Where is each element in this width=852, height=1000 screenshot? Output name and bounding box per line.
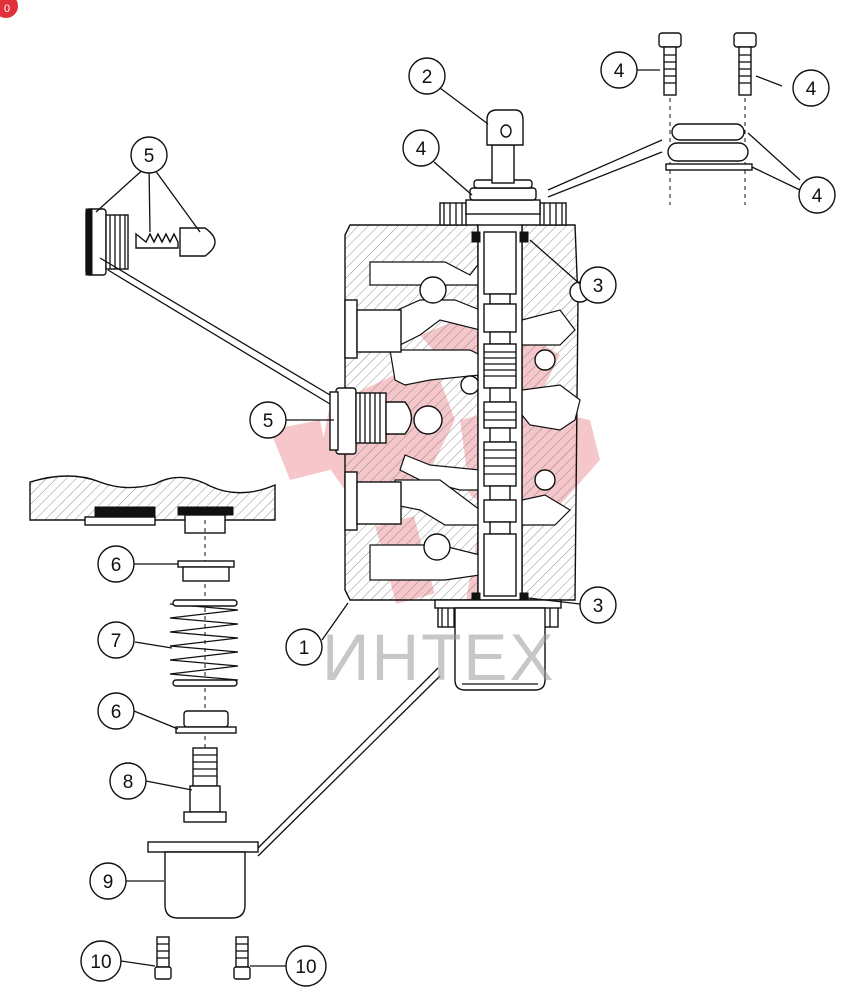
detent-exploded: [85, 208, 331, 405]
callout-label: 10: [90, 952, 111, 973]
callout-label: 4: [416, 139, 427, 160]
callout-3a: 3: [579, 266, 617, 304]
callout-7: 7: [97, 621, 135, 659]
callout-4c: 4: [792, 69, 830, 107]
detent-installed: [329, 387, 413, 455]
callout-label: 8: [123, 772, 134, 793]
spool: [483, 231, 517, 597]
callout-10a: 10: [80, 940, 122, 982]
top-cap: [439, 179, 567, 226]
callout-label: 5: [144, 146, 155, 167]
callout-6a: 6: [97, 545, 135, 583]
callout-label: 4: [806, 79, 817, 100]
callout-4a: 4: [402, 129, 440, 167]
callout-label: 6: [111, 702, 122, 723]
callout-8: 8: [109, 762, 147, 800]
leader-lines: [95, 69, 801, 967]
callout-label: 1: [299, 638, 310, 659]
mount-block: [29, 475, 276, 820]
callout-1: 1: [285, 628, 323, 666]
callout-3b: 3: [579, 586, 617, 624]
screws-bottom: [154, 936, 251, 980]
callout-4b: 4: [600, 51, 638, 89]
callout-9: 9: [89, 862, 127, 900]
callout-label: 2: [422, 67, 433, 88]
callout-10b: 10: [285, 945, 327, 987]
callout-label: 3: [593, 276, 604, 297]
watermark-text: ИНТЕХ: [322, 620, 555, 694]
callout-label: 9: [103, 872, 114, 893]
corner-badge: 0: [0, 0, 18, 18]
callout-label: 4: [812, 186, 823, 207]
badge-mark: 0: [4, 3, 10, 15]
bottom-cap: [434, 599, 562, 691]
callout-label: 4: [0, 0, 9, 4]
callouts: 1 2 3 3 4 4 4 4 4 5 5 6 6 7 8 9 10 10: [0, 0, 836, 987]
valve-body: [344, 224, 591, 604]
callout-label: 6: [111, 555, 122, 576]
callout-5a: 5: [130, 136, 168, 174]
callout-4d: 4: [798, 176, 836, 214]
plunger: [486, 109, 524, 184]
callout-label: 3: [593, 596, 604, 617]
stack-parts: [147, 560, 441, 919]
callout-5b: 5: [249, 401, 287, 439]
callout-6b: 6: [97, 692, 135, 730]
callout-label: 10: [295, 957, 316, 978]
screws-top-right: [547, 32, 757, 205]
callout-2: 2: [408, 57, 446, 95]
callout-label: 4: [614, 61, 625, 82]
callout-label: 7: [111, 631, 122, 652]
callout-label: 5: [263, 411, 274, 432]
